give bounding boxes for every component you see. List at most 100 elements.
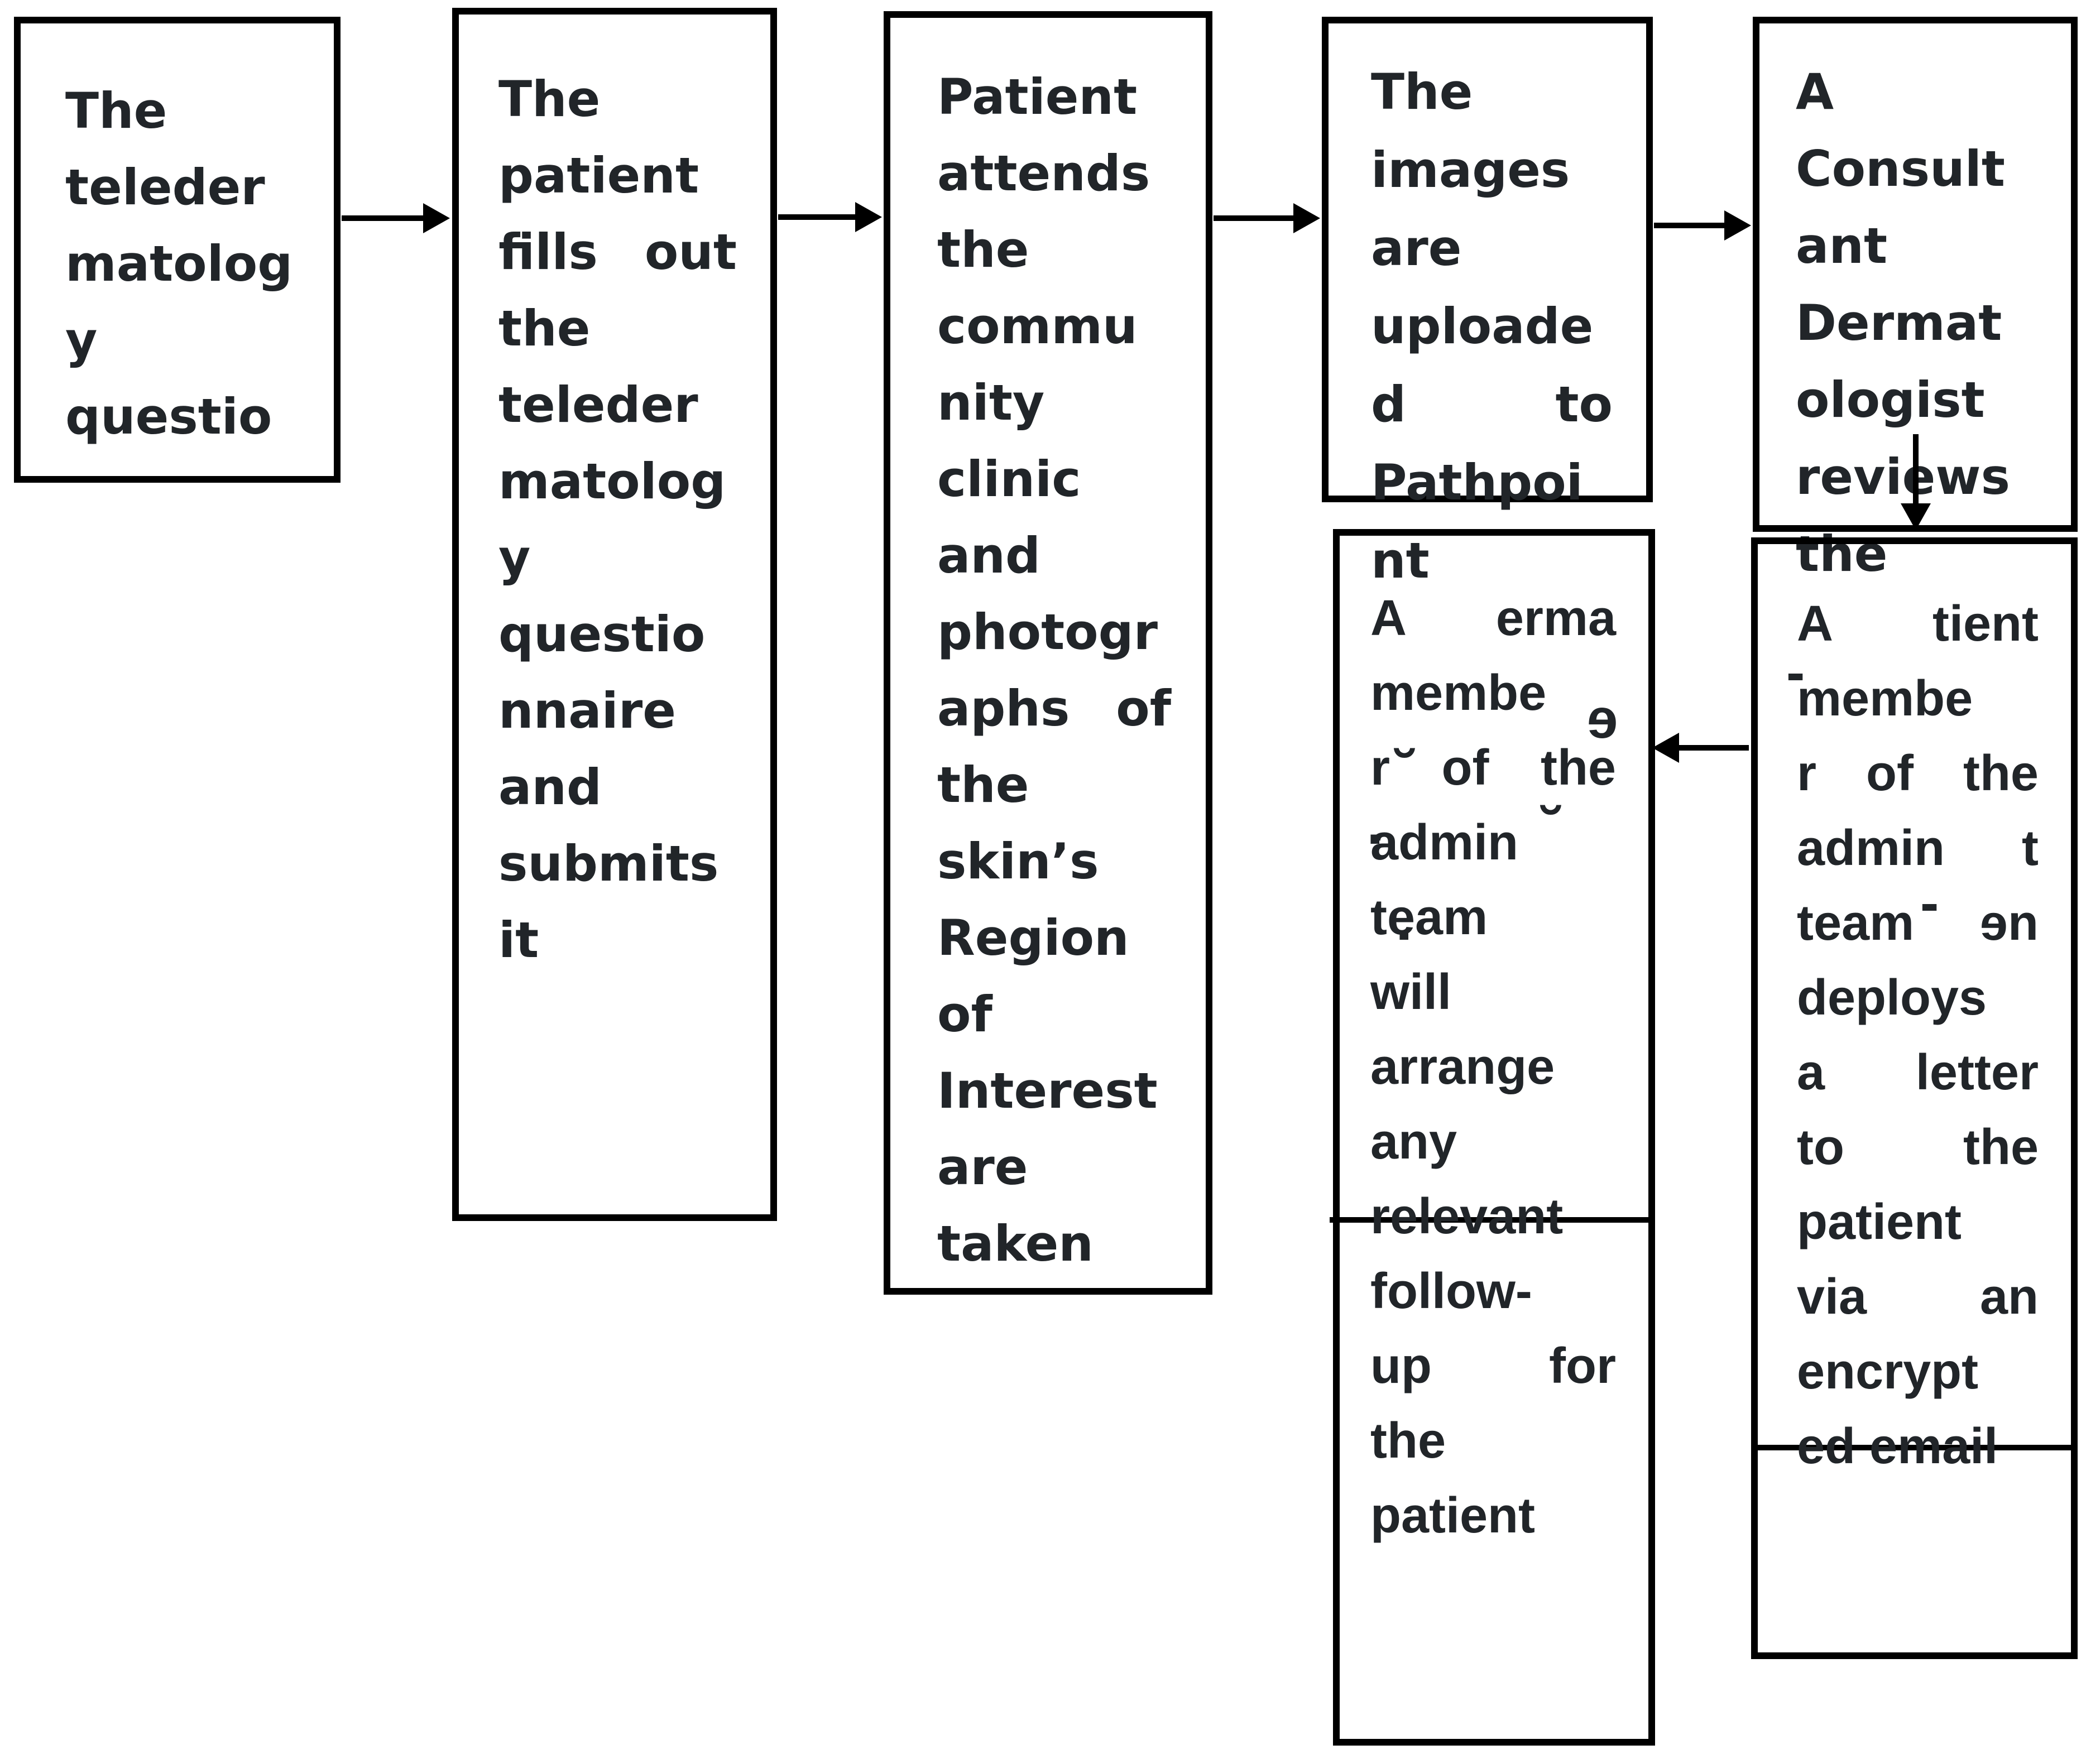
word: up xyxy=(1370,1338,1432,1394)
arrowhead-right-icon xyxy=(1724,210,1751,241)
box-text-line: patient xyxy=(498,147,699,204)
box-text-line: it xyxy=(498,911,539,969)
word: the xyxy=(1540,740,1616,796)
box-text-line: and xyxy=(498,758,602,816)
box-text-line: are xyxy=(1371,219,1462,277)
arrow-box2-to-box3 xyxy=(778,214,860,220)
box-text-line: teleder xyxy=(498,376,698,434)
box-text-line: matolog xyxy=(498,453,726,510)
word: for xyxy=(1549,1338,1616,1394)
box-text-line: admin xyxy=(1370,815,1519,871)
word: t xyxy=(2022,820,2039,876)
box-text-line: Pathpoi xyxy=(1371,454,1583,511)
box-text-line: clinic xyxy=(937,450,1081,508)
box-text-line: deploys xyxy=(1797,970,1987,1026)
box-text-line: membe xyxy=(1797,671,1973,727)
box-text-line: the xyxy=(498,300,591,357)
box-text-line: Dermat xyxy=(1796,294,2002,352)
box-text-line: y xyxy=(498,529,531,587)
box-text-line: via an xyxy=(1797,1270,2039,1324)
word: out xyxy=(644,223,737,281)
box-text-line: Interest xyxy=(937,1062,1158,1119)
word: of xyxy=(1441,740,1489,796)
box-text-line: any xyxy=(1370,1114,1457,1170)
arrowhead-right-icon xyxy=(1293,203,1320,233)
word: via xyxy=(1797,1269,1867,1325)
box-text-line: commu xyxy=(937,297,1138,355)
arrow-box3-to-box4 xyxy=(1214,215,1298,221)
letter-box-inner-border xyxy=(1751,1445,2078,1450)
box-text-line: Consult xyxy=(1796,140,2005,198)
stray-glyph-artifact: ɘ xyxy=(1587,688,1618,750)
arrowhead-right-icon xyxy=(855,202,882,232)
word: the xyxy=(1963,746,2039,801)
word: fills xyxy=(498,223,598,281)
box-text-line: images xyxy=(1371,141,1570,199)
word: r xyxy=(1797,746,1817,801)
arrow-reviews-down xyxy=(1913,434,1919,508)
box-text-line: submits xyxy=(498,835,719,892)
stray-glyph-artifact: - xyxy=(1786,641,1805,704)
box-text-line: and xyxy=(937,527,1041,584)
box-text-line: uploade xyxy=(1371,297,1594,355)
box-text-line: up for xyxy=(1370,1339,1616,1393)
box-text-line: photogr xyxy=(937,603,1158,661)
box-text-line: The xyxy=(498,70,601,128)
arrowhead-right-icon xyxy=(423,203,450,233)
word: of xyxy=(1116,680,1171,737)
word: an xyxy=(1979,1269,2039,1325)
stray-glyph-artifact: . xyxy=(1396,885,1413,953)
box-text-line: nt xyxy=(1371,532,1430,589)
box-text-line: questio xyxy=(498,605,706,663)
word: erma xyxy=(1495,590,1616,646)
word: of xyxy=(1866,746,1914,801)
box-text-line: Region xyxy=(937,909,1129,967)
word: A xyxy=(1797,596,1833,652)
word: aphs xyxy=(937,680,1070,737)
box-text-line: nnaire xyxy=(498,682,676,739)
box-text-line: teleder xyxy=(65,158,265,216)
arrow-letterbox-to-followupbox xyxy=(1675,745,1749,751)
box-text-line: reviews xyxy=(1796,448,2010,506)
stray-glyph-artifact: - xyxy=(1920,872,1939,934)
stray-glyph-artifact: ˘ xyxy=(1542,795,1562,864)
box-text-line: relevant xyxy=(1370,1189,1564,1244)
word: team xyxy=(1797,895,1915,951)
box-text-line: patient xyxy=(1370,1488,1536,1544)
box-text-line: the xyxy=(1796,525,1888,583)
box-text-line: will xyxy=(1370,964,1452,1020)
word: admin xyxy=(1797,820,1945,876)
box-text-line: skin’s xyxy=(937,833,1099,890)
box-text-line: follow- xyxy=(1370,1263,1532,1319)
arrow-box4-to-box5 xyxy=(1654,223,1729,228)
box-text-line: y xyxy=(65,311,98,369)
box-text-line: The xyxy=(1371,63,1473,121)
box-text-line: arrange xyxy=(1370,1039,1555,1095)
box-text-line: admin t xyxy=(1797,821,2039,876)
box-text-line: Patient xyxy=(937,68,1138,126)
arrowhead-down-icon xyxy=(1901,503,1931,530)
box-text-line: of xyxy=(937,986,992,1043)
word: d xyxy=(1371,376,1406,433)
word: tient xyxy=(1932,596,2039,652)
word: a xyxy=(1797,1045,1825,1100)
arrowhead-left-icon xyxy=(1652,733,1679,763)
box-text-line: matolog xyxy=(65,235,293,292)
stray-glyph-artifact: . xyxy=(1366,789,1384,857)
box-text-line: fills out xyxy=(498,225,737,278)
word: letter xyxy=(1915,1045,2039,1100)
word: ɘn xyxy=(1979,895,2039,951)
box-text-line: questio xyxy=(65,388,272,445)
